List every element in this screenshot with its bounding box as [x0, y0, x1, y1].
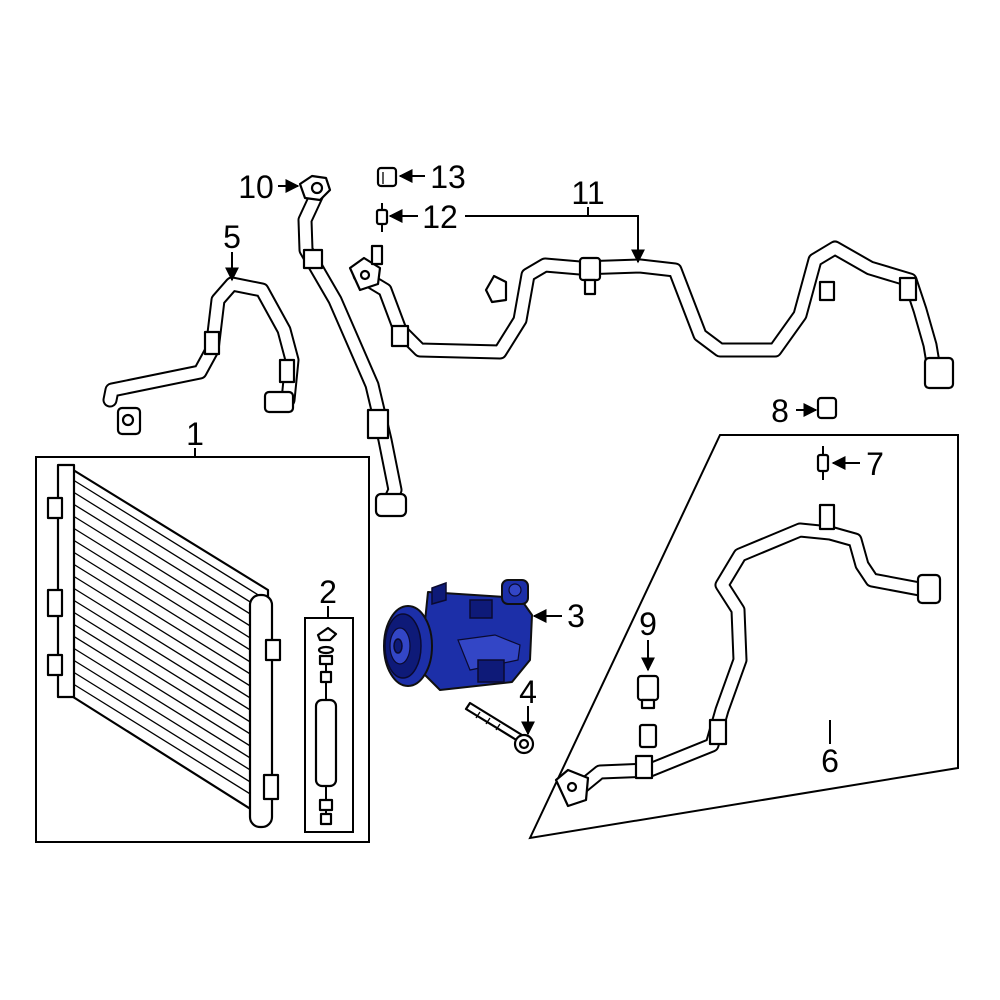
liquid-line[interactable]: [348, 240, 955, 390]
schrader-valve-7[interactable]: [816, 446, 830, 480]
callout-13[interactable]: 13: [430, 159, 466, 195]
valve-cap-13[interactable]: [376, 166, 398, 188]
callout-labels: 1 2 3 4 5 6 7 8 9 10 11 12 13: [186, 159, 884, 779]
condenser-frame: [35, 456, 370, 843]
callout-11[interactable]: 11: [571, 175, 604, 211]
schrader-valve-12[interactable]: [375, 203, 389, 232]
mounting-bolt[interactable]: [464, 701, 535, 755]
callout-7[interactable]: 7: [866, 446, 884, 482]
condenser-left-tank: [56, 463, 76, 699]
suction-line-assembly[interactable]: [528, 434, 959, 840]
condenser-fins: [69, 477, 269, 806]
callout-3[interactable]: 3: [567, 598, 585, 634]
callout-2[interactable]: 2: [319, 574, 337, 610]
callout-12[interactable]: 12: [422, 199, 458, 235]
suction-hose[interactable]: [297, 174, 408, 518]
callout-4[interactable]: 4: [519, 674, 537, 710]
suction-line-frame: [528, 434, 959, 840]
drier-kit[interactable]: [304, 617, 354, 833]
leader-lines: [194, 169, 860, 744]
callout-9[interactable]: 9: [639, 606, 657, 642]
pressure-sensor[interactable]: [636, 674, 660, 749]
callout-1[interactable]: 1: [186, 416, 204, 452]
valve-cap-8[interactable]: [816, 396, 838, 420]
callout-6[interactable]: 6: [821, 743, 839, 779]
desiccant-cartridge: [314, 698, 338, 788]
discharge-hose[interactable]: [102, 276, 300, 436]
callout-5[interactable]: 5: [223, 219, 241, 255]
callout-8[interactable]: 8: [771, 393, 789, 429]
ac-compressor[interactable]: [383, 579, 533, 691]
callout-10[interactable]: 10: [238, 169, 274, 205]
condenser-assembly[interactable]: [35, 456, 370, 843]
